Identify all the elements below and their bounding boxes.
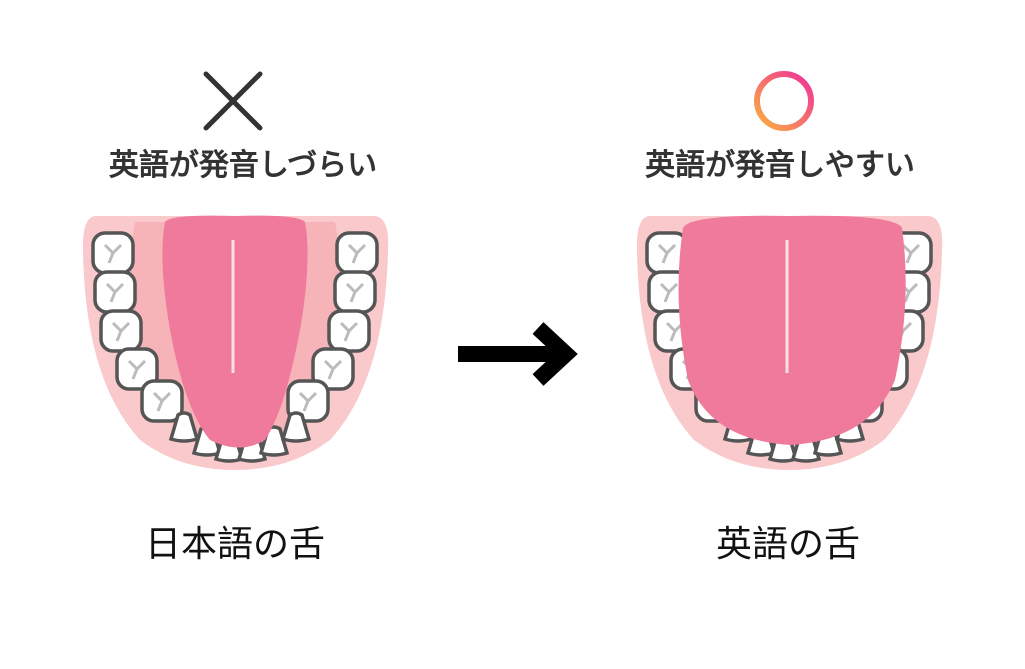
tongue [678,215,906,445]
tongue [162,215,308,448]
front-tooth [168,411,200,443]
tooth-groove [323,359,343,380]
cross-icon [203,71,263,131]
tooth-groove [339,321,359,342]
tooth-groove [298,391,318,412]
tooth-groove [345,282,365,303]
left-heading: 英語が発音しづらい [108,148,378,183]
tooth-groove [347,243,367,264]
english-tongue-mouth [636,215,943,470]
tooth-groove [127,359,147,380]
left-label: 日本語の舌 [144,524,325,565]
japanese-tongue-mouth [82,215,389,470]
tooth-groove [659,282,679,303]
right-heading: 英語が発音しやすい [645,148,915,183]
tooth-groove [901,243,921,264]
tooth-groove [657,243,677,264]
tooth-groove [111,321,131,342]
arrow-right-icon [458,322,578,386]
front-tooth [280,411,312,443]
tooth-groove [103,243,123,264]
circle-icon [754,71,814,131]
tooth-groove [105,282,125,303]
right-label: 英語の舌 [715,524,860,565]
tooth-groove [152,391,172,412]
